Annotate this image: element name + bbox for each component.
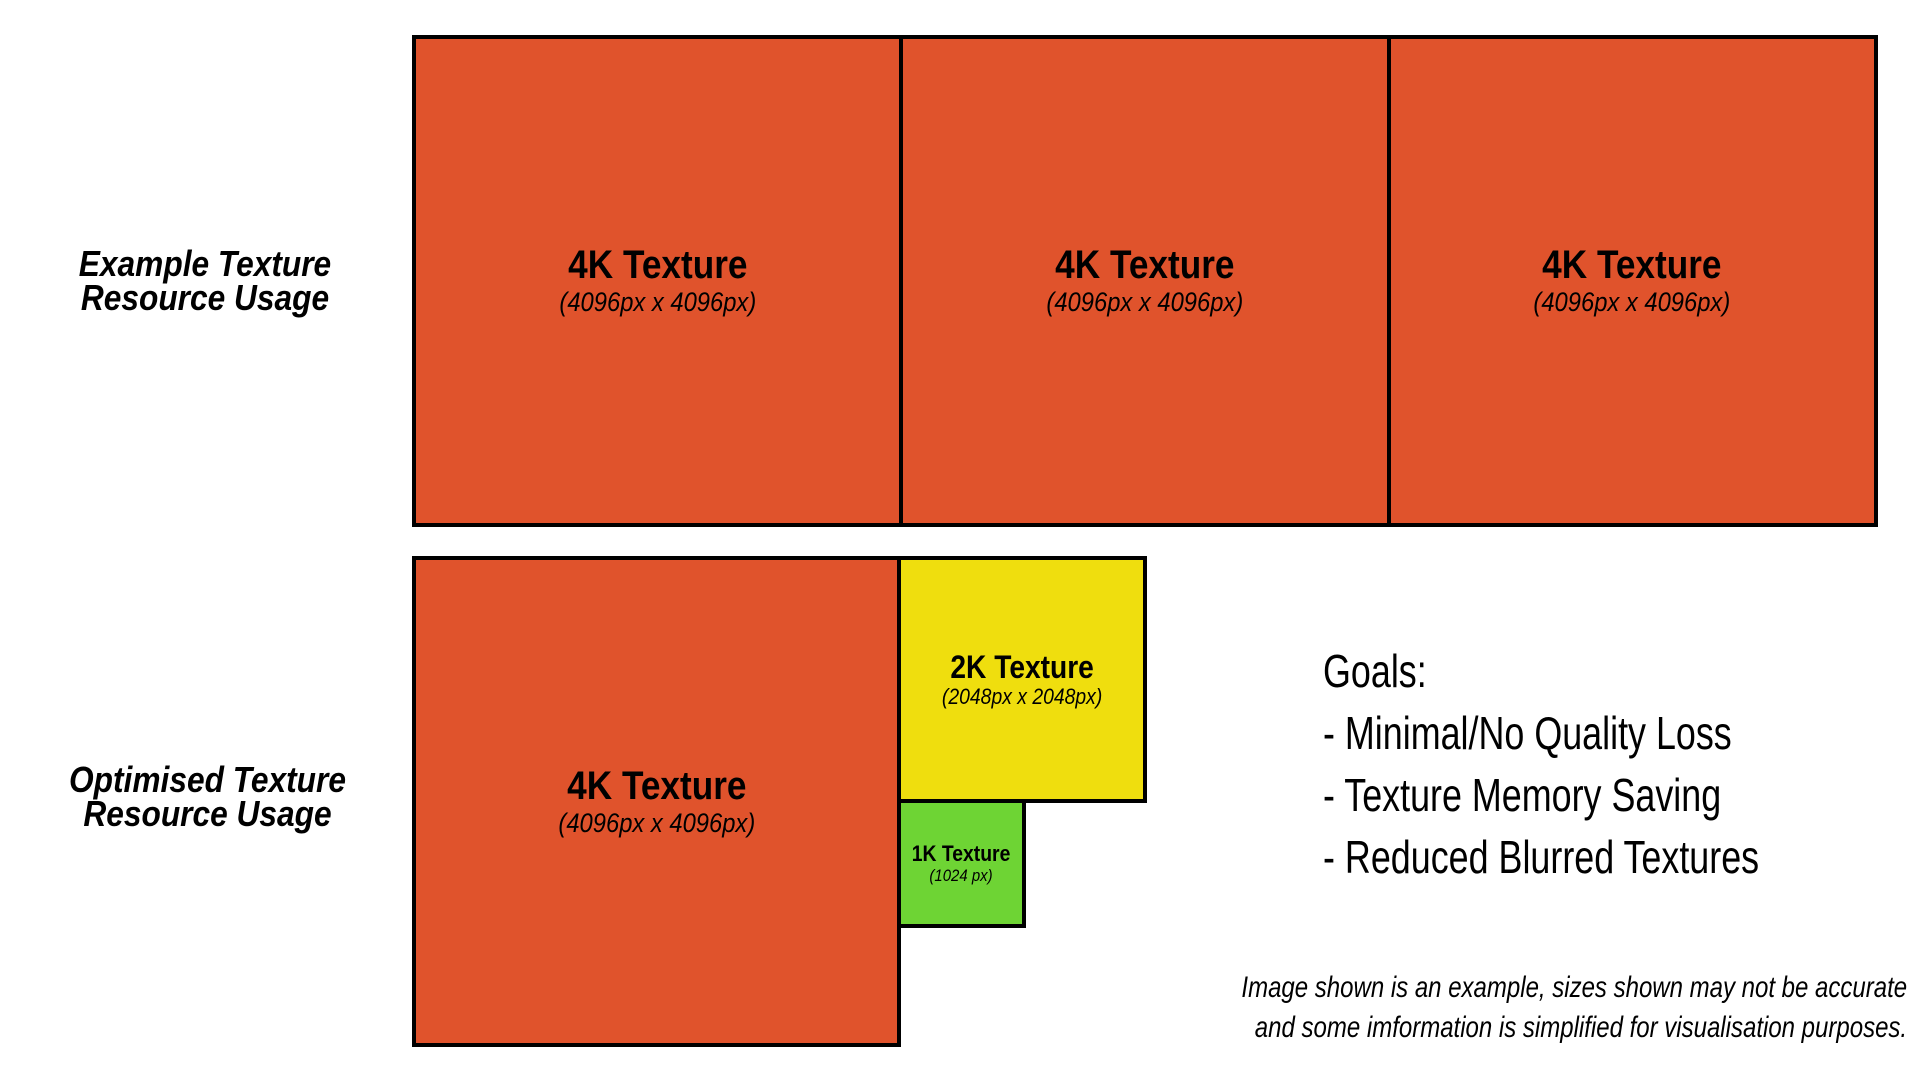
texture-size: (4096px x 4096px) (559, 287, 757, 317)
goal-item-quality: - Minimal/No Quality Loss (1323, 707, 1732, 759)
example-row-label: Example Texture Resource Usage (51, 243, 359, 318)
texture-title: 1K Texture (912, 840, 1011, 866)
texture-size: (2048px x 2048px) (941, 683, 1103, 709)
example-texture-row: 4K Texture (4096px x 4096px) 4K Texture … (412, 35, 1878, 527)
texture-title: 4K Texture (1055, 243, 1235, 287)
texture-title: 4K Texture (566, 763, 747, 808)
texture-size: (4096px x 4096px) (558, 807, 755, 838)
disclaimer-line1: Image shown is an example, sizes shown m… (1241, 971, 1907, 1004)
texture-size: (4096px x 4096px) (1533, 287, 1731, 317)
example-4k-texture-box-2: 4K Texture (4096px x 4096px) (899, 39, 1387, 523)
goals-list: Goals: - Minimal/No Quality Loss - Textu… (1323, 640, 1759, 888)
example-row-label-line2: Resource Usage (80, 277, 330, 318)
optimised-row-label: Optimised Texture Resource Usage (51, 759, 363, 834)
texture-title: 4K Texture (1542, 243, 1722, 287)
texture-size: (1024 px) (929, 865, 994, 885)
example-4k-texture-box-3: 4K Texture (4096px x 4096px) (1386, 39, 1874, 523)
texture-title: 2K Texture (950, 648, 1094, 685)
goals-heading: Goals: (1323, 645, 1427, 697)
example-row-label-line1: Example Texture (78, 243, 332, 284)
optimised-4k-texture-box: 4K Texture (4096px x 4096px) (412, 556, 901, 1047)
optimised-2k-texture-box: 2K Texture (2048px x 2048px) (897, 556, 1147, 803)
disclaimer-note: Image shown is an example, sizes shown m… (1241, 968, 1907, 1048)
example-4k-texture-box-1: 4K Texture (4096px x 4096px) (416, 39, 900, 523)
optimised-1k-texture-box: 1K Texture (1024 px) (897, 799, 1026, 928)
texture-size: (4096px x 4096px) (1046, 287, 1244, 317)
texture-title: 4K Texture (567, 243, 748, 287)
optimised-row-label-line2: Resource Usage (83, 793, 332, 834)
goal-item-memory: - Texture Memory Saving (1323, 769, 1722, 821)
goal-item-blur: - Reduced Blurred Textures (1323, 831, 1760, 883)
optimised-row-label-line1: Optimised Texture (69, 759, 346, 800)
disclaimer-line2: and some imformation is simplified for v… (1254, 1011, 1907, 1044)
